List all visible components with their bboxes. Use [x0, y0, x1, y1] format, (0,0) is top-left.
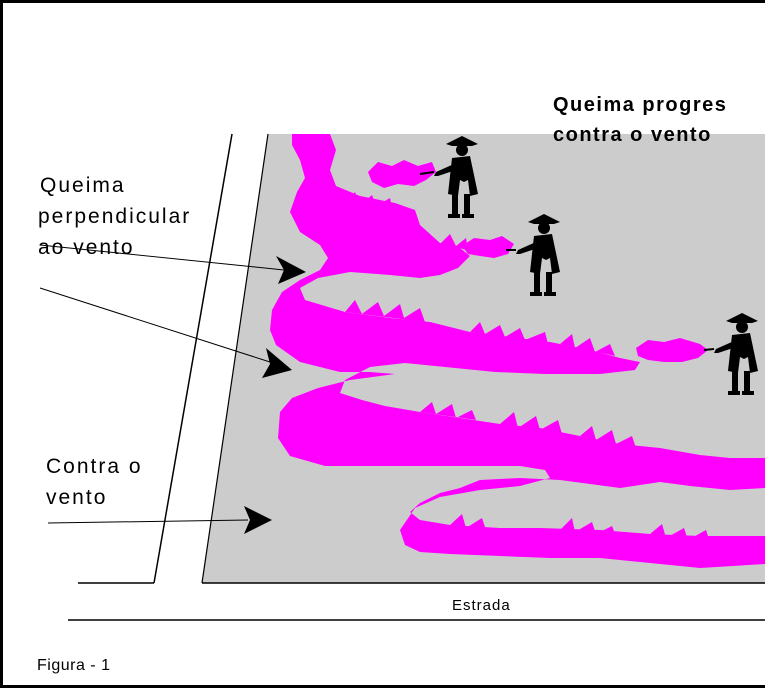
figure-caption: Figura - 1	[37, 657, 111, 674]
arrow-against-wind	[47, 506, 272, 534]
against-wind-label-line-1: Contra o	[46, 455, 143, 478]
arrow-perpendicular-1	[39, 244, 306, 284]
torch-flames	[368, 160, 765, 488]
fire-front	[270, 134, 765, 568]
perpendicular-label-line-3: ao vento	[38, 236, 135, 259]
person-3	[703, 313, 758, 395]
perpendicular-label-line-1: Queima	[40, 174, 126, 197]
perpendicular-label-line-2: perpendicular	[38, 205, 192, 228]
road-label: Estrada	[452, 597, 511, 614]
fire-fringe	[330, 190, 710, 542]
road-edge-slanted	[153, 133, 233, 584]
against-wind-label-line-2: vento	[46, 486, 108, 509]
person-1	[419, 136, 478, 218]
burn-area-edge	[201, 133, 269, 584]
person-2	[506, 214, 560, 296]
title-line-1: Queima progres	[553, 94, 728, 116]
arrow-perpendicular-2	[39, 287, 292, 378]
title-line-2: contra o vento	[553, 124, 712, 146]
